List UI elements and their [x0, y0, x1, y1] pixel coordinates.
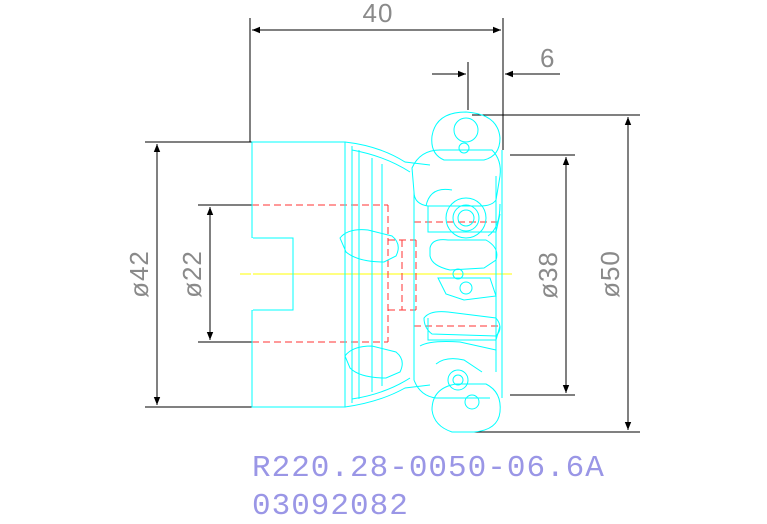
dim-d22-label: ø22 — [177, 250, 207, 298]
dim-d38-label: ø38 — [533, 251, 563, 299]
dimension-lines — [145, 18, 640, 433]
dim-length-label: 40 — [363, 0, 394, 28]
serial-number-label: 03092082 — [252, 489, 409, 524]
dim-d42-label: ø42 — [124, 250, 154, 298]
cutter-body-outline — [251, 111, 503, 433]
dim-offset-label: 6 — [540, 43, 555, 73]
dim-d50-label: ø50 — [595, 250, 625, 298]
part-number-label: R220.28-0050-06.6A — [252, 451, 605, 486]
